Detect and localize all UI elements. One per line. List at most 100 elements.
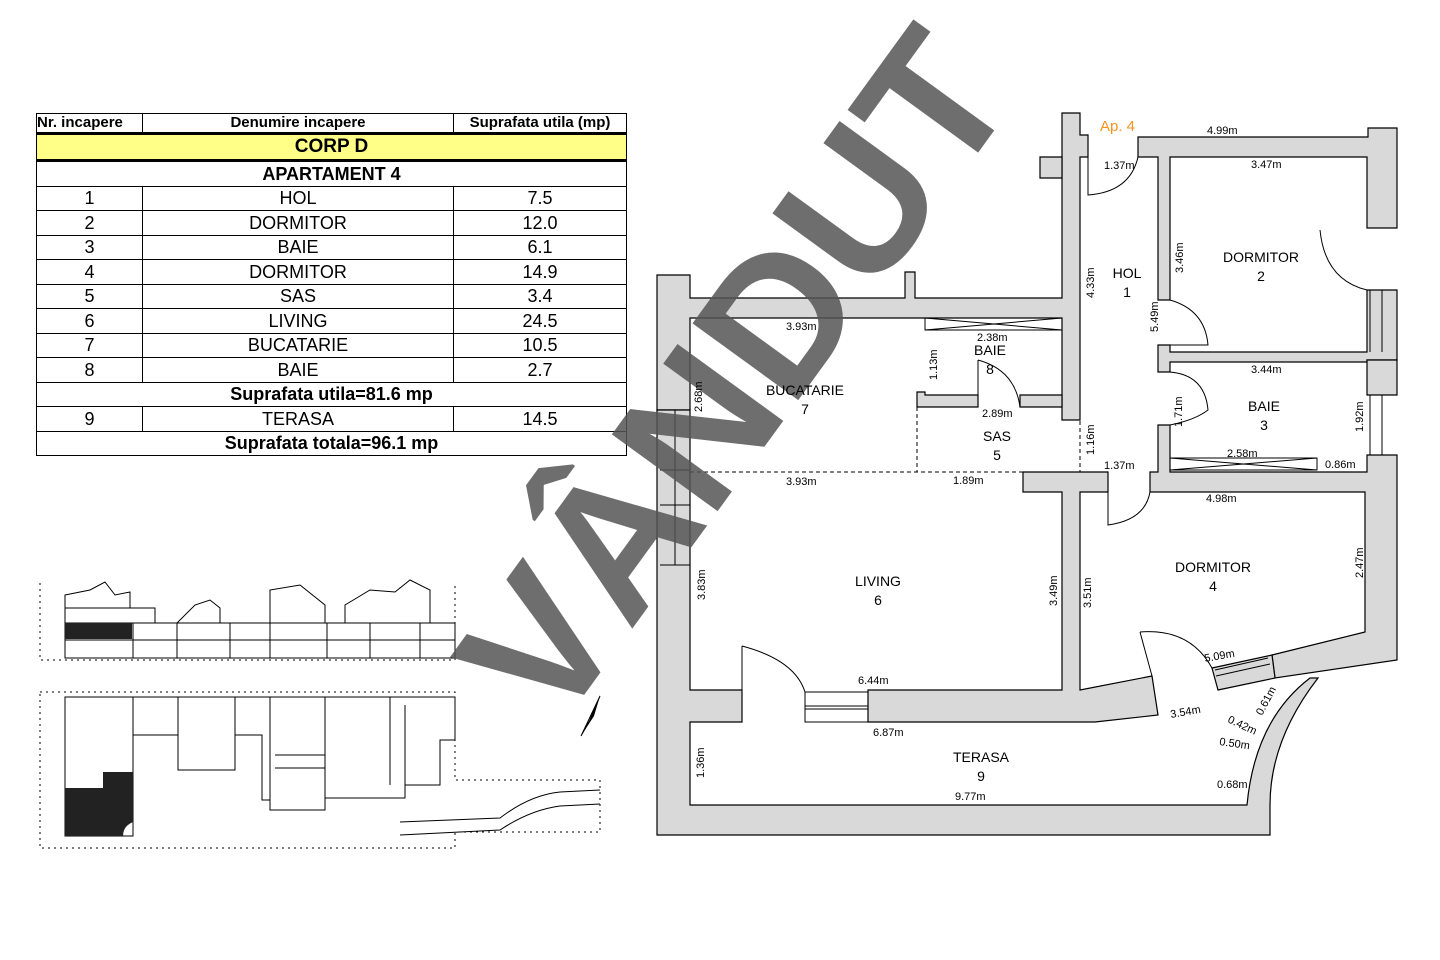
room-name: BUCATARIE [142, 332, 454, 358]
dimension-label: 0.42m [1226, 714, 1259, 738]
room-area: 6.1 [453, 234, 627, 260]
building-elevation-key [39, 579, 456, 661]
dimension-label: 3.44m [1251, 364, 1282, 376]
dimension-label: 0.50m [1219, 736, 1251, 752]
building-row: CORP D [36, 132, 627, 161]
room-area: 3.4 [453, 283, 627, 309]
room-area: 2.7 [453, 357, 627, 383]
dimension-label: 1.89m [953, 475, 984, 487]
room-name: HOL [1113, 265, 1142, 281]
table-header-row: Nr. incapere Denumire incapere Suprafata… [36, 113, 627, 134]
room-name: BUCATARIE [766, 382, 844, 398]
dimension-label: 2.47m [1354, 547, 1366, 578]
room-number: 1 [36, 185, 143, 211]
dimension-label: 5.49m [1149, 301, 1161, 332]
dimension-label: 1.16m [1085, 424, 1097, 455]
room-area-table: Nr. incapere Denumire incapere Suprafata… [36, 113, 627, 456]
dimension-label: 1.92m [1354, 401, 1366, 432]
dimension-label: 1.37m [1104, 160, 1135, 172]
dimension-label: 1.13m [928, 349, 940, 380]
room-number: 5 [36, 283, 143, 309]
dimension-label: 3.46m [1174, 242, 1186, 273]
room-name: DORMITOR [1223, 249, 1299, 265]
room-number: 3 [1260, 417, 1268, 433]
room-number: 3 [36, 234, 143, 260]
dimension-label: 3.93m [786, 321, 817, 333]
room-number: 2 [1257, 268, 1265, 284]
dimension-label: 6.44m [858, 675, 889, 687]
dimension-label: 4.98m [1206, 493, 1237, 505]
room-name: LIVING [142, 308, 454, 334]
dimension-label: 3.49m [1048, 575, 1060, 606]
room-number: 8 [986, 361, 994, 377]
apartment-name: APARTAMENT 4 [36, 159, 627, 187]
dimension-label: 3.93m [786, 476, 817, 488]
site-plan-key [39, 691, 601, 849]
room-number: 4 [36, 259, 143, 285]
dimension-label: 4.99m [1207, 125, 1238, 137]
dimension-label: 1.71m [1173, 396, 1185, 427]
room-number: 9 [977, 768, 985, 784]
floor-plan [656, 112, 1398, 836]
table-row: 9 TERASA 14.5 [36, 406, 627, 432]
dimension-label: 1.37m [1104, 460, 1135, 472]
room-name: DORMITOR [1175, 559, 1251, 575]
dimension-label: 2.58m [1227, 448, 1258, 460]
dimension-label: 5.09m [1203, 648, 1235, 665]
room-name: BAIE [142, 234, 454, 260]
room-area: 12.0 [453, 210, 627, 236]
dimension-label: 3.54m [1169, 704, 1201, 721]
room-name: DORMITOR [142, 210, 454, 236]
room-name: SAS [142, 283, 454, 309]
useful-total-row: Suprafata utila=81.6 mp [36, 381, 627, 407]
room-number: 8 [36, 357, 143, 383]
room-name: TERASA [142, 406, 454, 432]
apartment-label: Ap. 4 [1100, 118, 1135, 135]
room-number: 2 [36, 210, 143, 236]
dimension-label: 3.47m [1251, 159, 1282, 171]
header-room-area: Suprafata utila (mp) [453, 113, 627, 134]
room-name: SAS [983, 428, 1011, 444]
room-number: 6 [874, 592, 882, 608]
dimension-label: 2.38m [977, 332, 1008, 344]
room-area: 7.5 [453, 185, 627, 211]
room-number: 4 [1209, 578, 1217, 594]
header-room-number: Nr. incapere [36, 113, 143, 134]
dimension-label: 0.68m [1217, 779, 1248, 791]
useful-total: Suprafata utila=81.6 mp [36, 381, 627, 407]
dimension-label: 2.68m [693, 381, 705, 412]
dimension-label: 0.86m [1325, 459, 1356, 471]
dimension-label: 9.77m [955, 791, 986, 803]
apartment-row: APARTAMENT 4 [36, 159, 627, 187]
dimension-label: 2.89m [982, 408, 1013, 420]
grand-total-row: Suprafata totala=96.1 mp [36, 430, 627, 456]
dimension-label: 3.51m [1082, 577, 1094, 608]
room-number: 6 [36, 308, 143, 334]
room-number: 7 [36, 332, 143, 358]
grand-total: Suprafata totala=96.1 mp [36, 430, 627, 456]
building-name: CORP D [36, 132, 627, 161]
room-labels: HOL 1 DORMITOR 2 BAIE 3 DORMITOR 4 SAS 5… [766, 249, 1299, 784]
room-name: BAIE [1248, 398, 1280, 414]
header-room-name: Denumire incapere [142, 113, 454, 134]
room-number: 9 [36, 406, 143, 432]
room-area: 24.5 [453, 308, 627, 334]
room-name: BAIE [142, 357, 454, 383]
dimension-label: 6.87m [873, 727, 904, 739]
room-area: 14.9 [453, 259, 627, 285]
dimension-label: 0.61m [1254, 685, 1279, 718]
compass-icon [580, 695, 601, 737]
room-name: LIVING [855, 573, 901, 589]
room-name: DORMITOR [142, 259, 454, 285]
dimension-labels: 4.99m 1.37m 3.47m 3.46m 4.33m 5.49m 3.93… [693, 125, 1366, 803]
room-area: 14.5 [453, 406, 627, 432]
highlighted-unit [65, 623, 132, 639]
